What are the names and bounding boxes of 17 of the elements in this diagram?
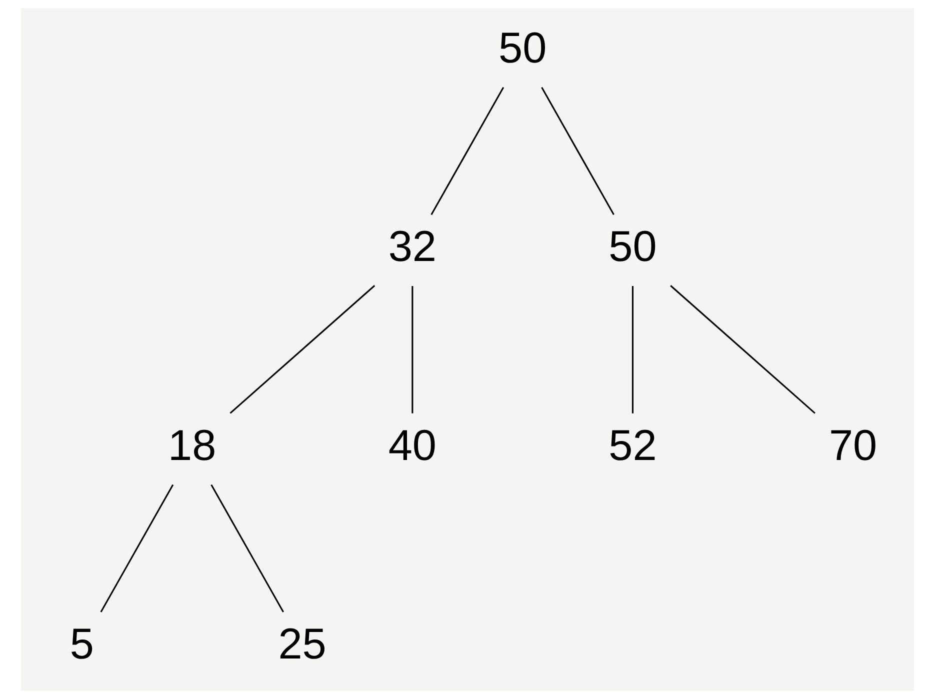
node-text: 40 (388, 422, 436, 470)
node-text: 70 (828, 422, 878, 470)
node-text: 52 (608, 422, 657, 470)
connector (430, 87, 504, 216)
node-text: 32 (388, 223, 436, 272)
connector (541, 87, 614, 216)
node-text: 50 (608, 223, 657, 272)
connector (230, 285, 376, 414)
connector (210, 484, 284, 612)
connector (100, 484, 174, 612)
connector (632, 286, 634, 414)
connector (670, 285, 816, 414)
node-text: 50 (498, 24, 547, 73)
node-text: 18 (168, 422, 216, 470)
node-text: 5 (70, 620, 94, 669)
connector (412, 286, 414, 414)
node-text: 25 (278, 620, 326, 669)
